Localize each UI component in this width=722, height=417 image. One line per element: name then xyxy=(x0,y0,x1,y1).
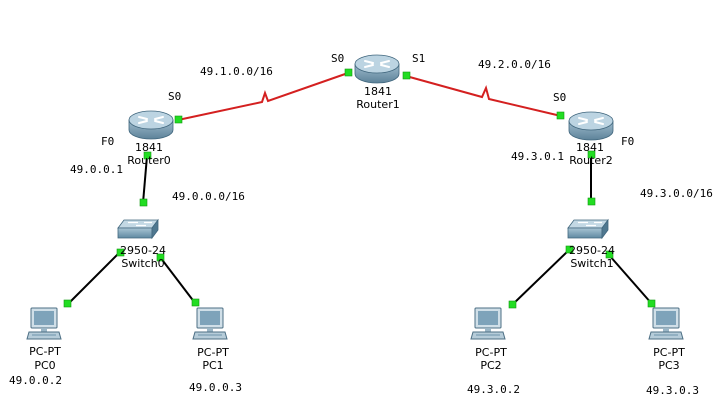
router0-model: 1841 xyxy=(135,141,163,154)
network-label-right-wan: 49.2.0.0/16 xyxy=(478,58,551,71)
port-light xyxy=(605,250,614,259)
serial-link-r1-r2[interactable] xyxy=(405,75,562,117)
pc3-ip: 49.3.0.3 xyxy=(646,384,699,397)
pc-icon-pc3[interactable] xyxy=(648,307,684,340)
port-light xyxy=(143,151,152,160)
pc0-name: PC0 xyxy=(34,359,55,372)
port-light xyxy=(508,300,517,309)
serial-link-r0-r1[interactable] xyxy=(177,72,349,121)
switch1-name: Switch1 xyxy=(570,257,613,270)
pc3-model: PC-PT xyxy=(653,346,685,359)
ethernet-link-r0-sw0[interactable] xyxy=(142,155,148,204)
pc1-name: PC1 xyxy=(202,359,223,372)
router-icon-r2[interactable] xyxy=(568,111,614,141)
port-light xyxy=(344,68,353,77)
router1-model: 1841 xyxy=(364,85,392,98)
router1-name: Router1 xyxy=(356,98,399,111)
router1-port-s0: S0 xyxy=(331,52,344,65)
router2-port-f0: F0 xyxy=(621,135,634,148)
network-label-left-wan: 49.1.0.0/16 xyxy=(200,65,273,78)
gateway-ip-router0: 49.0.0.1 xyxy=(70,163,123,176)
router-icon-r0[interactable] xyxy=(128,110,174,140)
port-light xyxy=(565,245,574,254)
router0-port-f0: F0 xyxy=(101,135,114,148)
port-light xyxy=(156,253,165,262)
pc1-ip: 49.0.0.3 xyxy=(189,381,242,394)
router0-name: Router0 xyxy=(127,154,170,167)
router2-model: 1841 xyxy=(576,141,604,154)
router0-port-s0: S0 xyxy=(168,90,181,103)
port-light xyxy=(402,71,411,80)
pc2-name: PC2 xyxy=(480,359,501,372)
port-light xyxy=(63,299,72,308)
switch0-model: 2950-24 xyxy=(120,244,166,257)
port-light xyxy=(556,111,565,120)
pc-icon-pc1[interactable] xyxy=(192,307,228,340)
switch1-model: 2950-24 xyxy=(569,244,615,257)
pc-icon-pc0[interactable] xyxy=(26,307,62,340)
pc2-ip: 49.3.0.2 xyxy=(467,383,520,396)
pc2-model: PC-PT xyxy=(475,346,507,359)
network-label-left-lan: 49.0.0.0/16 xyxy=(172,190,245,203)
pc-icon-pc2[interactable] xyxy=(470,307,506,340)
port-light xyxy=(139,198,148,207)
ethernet-link-sw0-pc1[interactable] xyxy=(159,256,196,304)
switch-icon-sw1[interactable] xyxy=(567,219,609,239)
port-light xyxy=(191,298,200,307)
link-port-lights xyxy=(63,68,656,309)
pc0-model: PC-PT xyxy=(29,345,61,358)
port-light xyxy=(116,248,125,257)
pc3-name: PC3 xyxy=(658,359,679,372)
ethernet-link-sw1-pc3[interactable] xyxy=(608,254,653,305)
ethernet-link-sw1-pc2[interactable] xyxy=(511,249,570,306)
port-light xyxy=(174,115,183,124)
gateway-ip-router2: 49.3.0.1 xyxy=(511,150,564,163)
router1-port-s1: S1 xyxy=(412,52,425,65)
network-label-right-lan: 49.3.0.0/16 xyxy=(640,187,713,200)
pc0-ip: 49.0.0.2 xyxy=(9,374,62,387)
router2-name: Router2 xyxy=(569,154,612,167)
port-light xyxy=(587,197,596,206)
ethernet-link-sw0-pc0[interactable] xyxy=(67,251,121,305)
port-light xyxy=(647,299,656,308)
port-light xyxy=(587,150,596,159)
router2-port-s0: S0 xyxy=(553,91,566,104)
switch0-name: Switch0 xyxy=(121,257,164,270)
switch-icon-sw0[interactable] xyxy=(117,219,159,239)
pc1-model: PC-PT xyxy=(197,346,229,359)
router-icon-r1[interactable] xyxy=(354,54,400,84)
